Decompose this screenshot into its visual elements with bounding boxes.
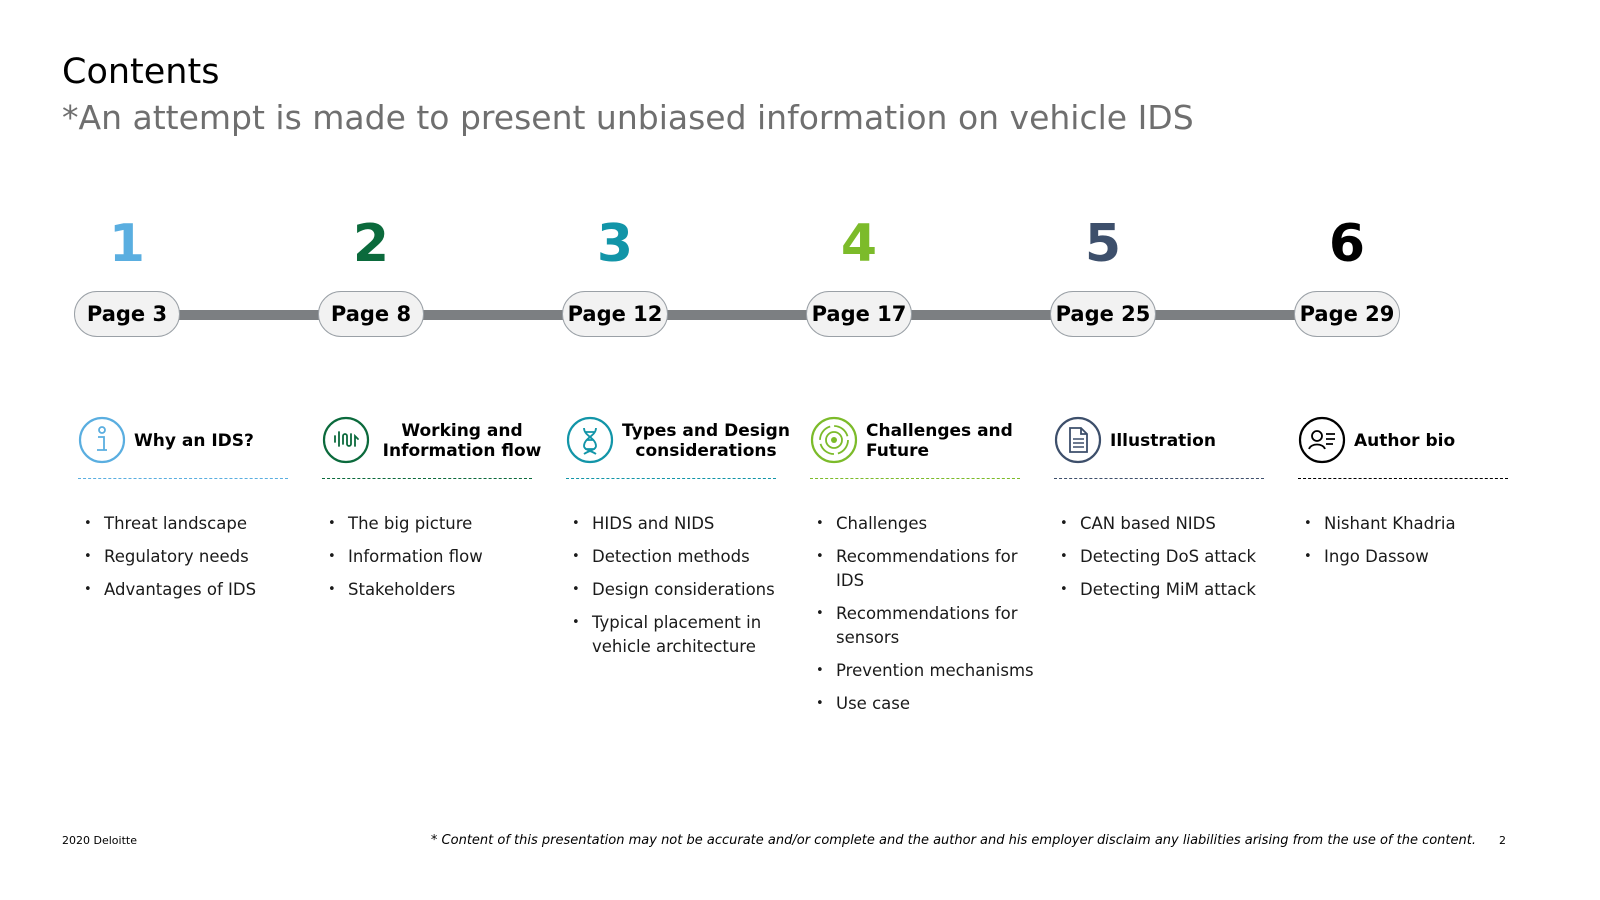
list-item: CAN based NIDS xyxy=(1058,512,1288,536)
section-heading-text: Working and Information flow xyxy=(382,421,542,461)
section-number: 4 xyxy=(840,214,878,274)
page-subtitle: *An attempt is made to present unbiased … xyxy=(62,98,1194,137)
section-divider xyxy=(810,478,1020,479)
page-link-button[interactable]: Page 29 xyxy=(1294,291,1400,337)
page-link-button[interactable]: Page 17 xyxy=(806,291,912,337)
list-item: Recommendations for IDS xyxy=(814,545,1044,593)
info-icon xyxy=(78,416,126,464)
section-heading-text: Author bio xyxy=(1354,431,1456,451)
section-heading: Why an IDS? xyxy=(134,418,302,464)
timeline-connector xyxy=(128,310,1348,320)
list-item: Detection methods xyxy=(570,545,800,569)
list-item: Ingo Dassow xyxy=(1302,545,1532,569)
section-heading-text: Challenges and Future xyxy=(866,421,1013,461)
section-divider xyxy=(1054,478,1264,479)
list-item: Advantages of IDS xyxy=(82,578,312,602)
page-link-button[interactable]: Page 12 xyxy=(562,291,668,337)
page-title: Contents xyxy=(62,52,220,92)
section-number: 1 xyxy=(108,214,146,274)
section-divider xyxy=(1298,478,1508,479)
list-item: The big picture xyxy=(326,512,556,536)
list-item: Detecting MiM attack xyxy=(1058,578,1288,602)
document-icon xyxy=(1054,416,1102,464)
section-divider xyxy=(566,478,776,479)
list-item: Regulatory needs xyxy=(82,545,312,569)
list-item: Recommendations for sensors xyxy=(814,602,1044,650)
footer-copyright: 2020 Deloitte xyxy=(62,834,137,847)
section-item-list: The big pictureInformation flowStakehold… xyxy=(326,512,556,611)
section-number: 5 xyxy=(1084,214,1122,274)
list-item: Stakeholders xyxy=(326,578,556,602)
list-item: Challenges xyxy=(814,512,1044,536)
section-item-list: CAN based NIDS Detecting DoS attackDetect… xyxy=(1058,512,1288,611)
list-item: Use case xyxy=(814,692,1044,716)
page-link-button[interactable]: Page 25 xyxy=(1050,291,1156,337)
page-link-button[interactable]: Page 3 xyxy=(74,291,180,337)
section-item-list: HIDS and NIDS Detection methodsDesign con… xyxy=(570,512,800,668)
section-item-list: ChallengesRecommendations for IDS Recomme… xyxy=(814,512,1044,725)
waveform-icon xyxy=(322,416,370,464)
section-heading: Author bio xyxy=(1354,418,1522,464)
section-heading: Challenges and Future xyxy=(866,418,1034,464)
section-number: 3 xyxy=(596,214,634,274)
section-heading-text: Illustration xyxy=(1110,431,1216,451)
list-item: Design considerations xyxy=(570,578,800,602)
target-icon xyxy=(810,416,858,464)
section-heading: Working and Information flow xyxy=(378,418,546,464)
list-item: Information flow xyxy=(326,545,556,569)
footer-disclaimer: * Content of this presentation may not b… xyxy=(430,833,1476,848)
section-divider xyxy=(78,478,288,479)
section-number: 2 xyxy=(352,214,390,274)
section-item-list: Threat landscapeRegulatory needsAdvantag… xyxy=(82,512,312,611)
page-number: 2 xyxy=(1499,834,1506,847)
list-item: Detecting DoS attack xyxy=(1058,545,1288,569)
page-link-button[interactable]: Page 8 xyxy=(318,291,424,337)
section-divider xyxy=(322,478,532,479)
dna-icon xyxy=(566,416,614,464)
person-list-icon xyxy=(1298,416,1346,464)
section-heading-text: Why an IDS? xyxy=(134,431,254,451)
list-item: Typical placement in vehicle architectur… xyxy=(570,611,800,659)
section-number: 6 xyxy=(1328,214,1366,274)
section-heading-text: Types and Design considerations xyxy=(622,421,790,461)
list-item: Prevention mechanisms xyxy=(814,659,1044,683)
list-item: Threat landscape xyxy=(82,512,312,536)
list-item: HIDS and NIDS xyxy=(570,512,800,536)
section-heading: Types and Design considerations xyxy=(622,418,790,464)
section-item-list: Nishant KhadriaIngo Dassow xyxy=(1302,512,1532,578)
section-heading: Illustration xyxy=(1110,418,1278,464)
list-item: Nishant Khadria xyxy=(1302,512,1532,536)
